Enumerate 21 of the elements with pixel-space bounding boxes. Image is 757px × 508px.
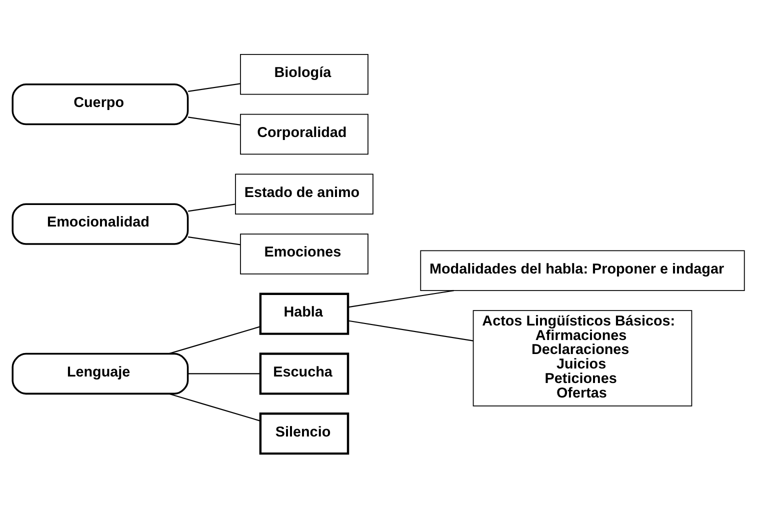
node-box: Cuerpo — [12, 83, 189, 126]
connector — [188, 204, 236, 212]
node-box: Silencio — [259, 412, 350, 455]
connector — [168, 326, 261, 354]
node-box: Habla — [259, 292, 350, 335]
node-box: Actos Lingüísticos Básicos: Afirmaciones Declaraciones Juicios Peticiones Ofertas — [472, 310, 692, 406]
node-box: Biología — [240, 54, 368, 95]
node-box: Emocionalidad — [12, 203, 189, 245]
connector — [188, 83, 240, 92]
connector — [188, 236, 240, 246]
node-box: Estado de animo — [235, 174, 374, 215]
node-box: Escucha — [259, 352, 350, 395]
node-box: Modalidades del habla: Proponer e indagar — [420, 250, 745, 292]
connector — [168, 393, 261, 422]
node-box: Lenguaje — [12, 352, 189, 395]
connector — [348, 320, 474, 342]
connector — [188, 373, 260, 374]
node-box: Corporalidad — [240, 114, 368, 155]
connector — [188, 116, 240, 126]
node-box: Emociones — [240, 234, 368, 274]
connector — [348, 290, 454, 308]
